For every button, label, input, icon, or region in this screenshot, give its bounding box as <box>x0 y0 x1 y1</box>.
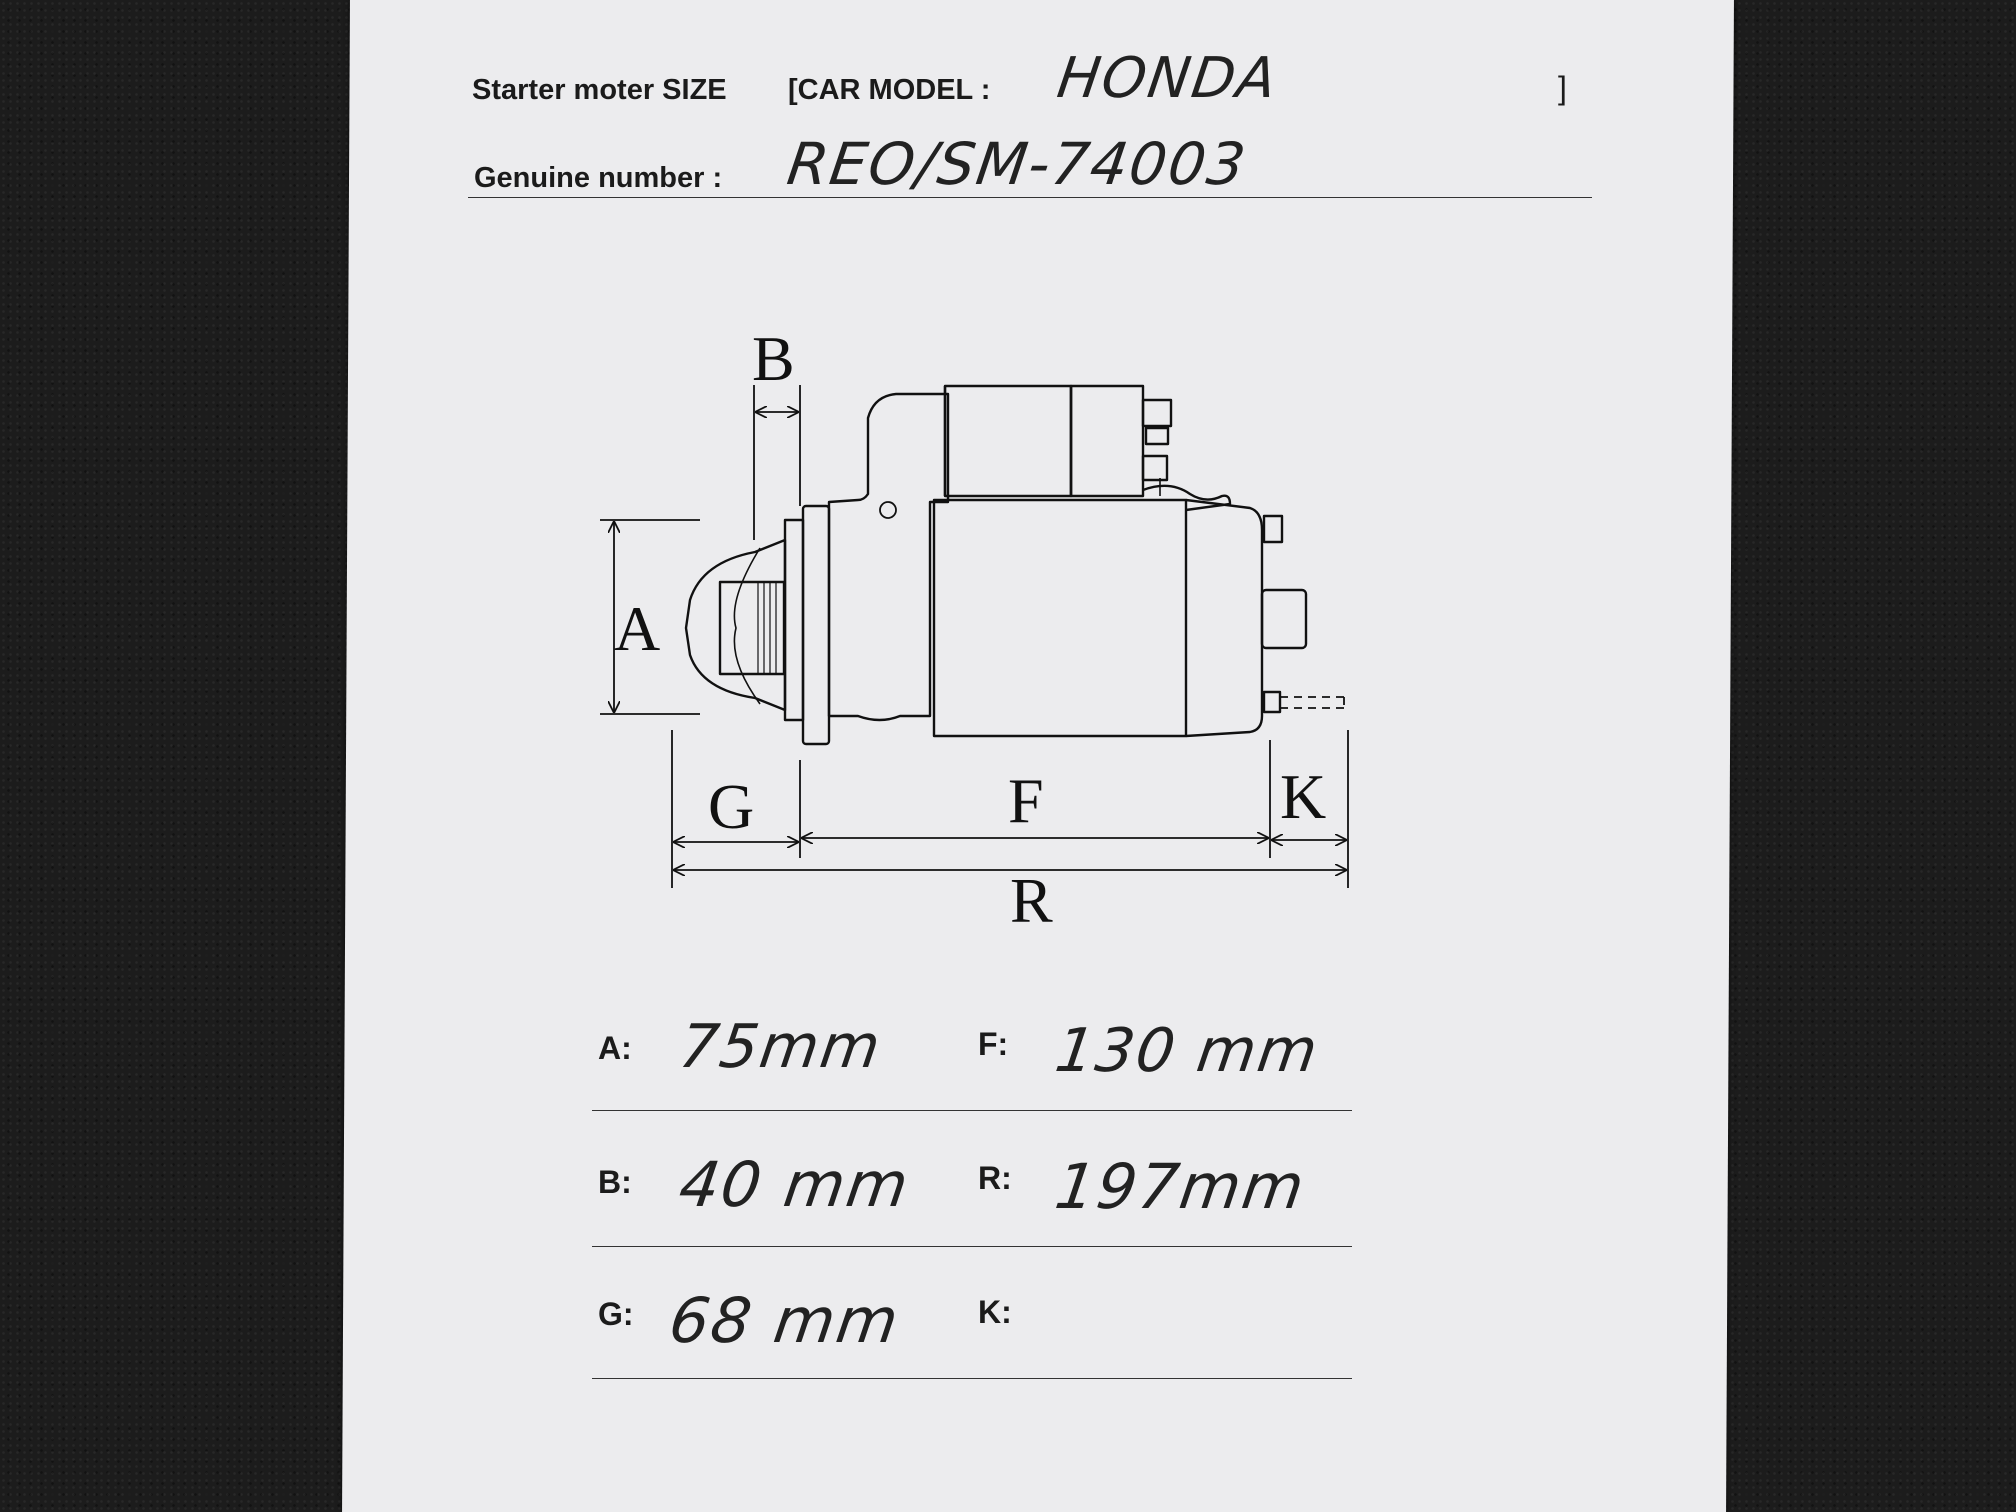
row-underline-1 <box>592 1110 1352 1111</box>
row-underline-3 <box>592 1378 1352 1379</box>
dimension-letter-A: A <box>614 593 660 664</box>
pinion-gear <box>718 580 786 676</box>
measurement-value-B: 40 mm <box>674 1148 915 1221</box>
car-model-value: HONDA <box>1053 46 1283 111</box>
motor-body <box>932 498 1188 738</box>
car-model-label: [CAR MODEL : <box>788 74 991 106</box>
solenoid <box>943 384 1073 498</box>
drive-end-housing <box>827 392 950 722</box>
dimension-letter-K: K <box>1280 761 1326 832</box>
end-cap <box>1185 498 1264 738</box>
starter-motor-diagram: A B G F K R <box>600 330 1349 936</box>
measurement-label-R: R: <box>978 1160 1012 1196</box>
measurement-value-F: 130 mm <box>1051 1016 1324 1086</box>
row-underline-2 <box>592 1246 1352 1247</box>
measurement-label-K: K: <box>978 1294 1012 1330</box>
pinion-nose-housing <box>684 538 787 712</box>
close-bracket: ] <box>1558 70 1567 106</box>
title-label: Starter moter SIZE <box>472 74 727 106</box>
measurement-label-A: A: <box>598 1030 632 1066</box>
measurement-value-A: 75mm <box>675 1012 887 1082</box>
header-underline <box>468 197 1592 198</box>
dimension-letter-R: R <box>1010 865 1053 936</box>
genuine-number-value: REO/SM-74003 <box>783 130 1252 198</box>
measurement-value-R: 197mm <box>1050 1150 1311 1223</box>
measurement-label-B: B: <box>598 1164 632 1200</box>
mounting-flange <box>783 518 805 722</box>
dimension-letter-F: F <box>1008 765 1044 836</box>
dimension-letter-G: G <box>708 771 754 842</box>
measurement-value-G: 68 mm <box>664 1284 905 1357</box>
measurement-label-G: G: <box>598 1296 634 1332</box>
genuine-number-label: Genuine number : <box>474 162 723 194</box>
dimension-letter-B: B <box>752 330 795 394</box>
measurement-label-F: F: <box>978 1026 1009 1062</box>
